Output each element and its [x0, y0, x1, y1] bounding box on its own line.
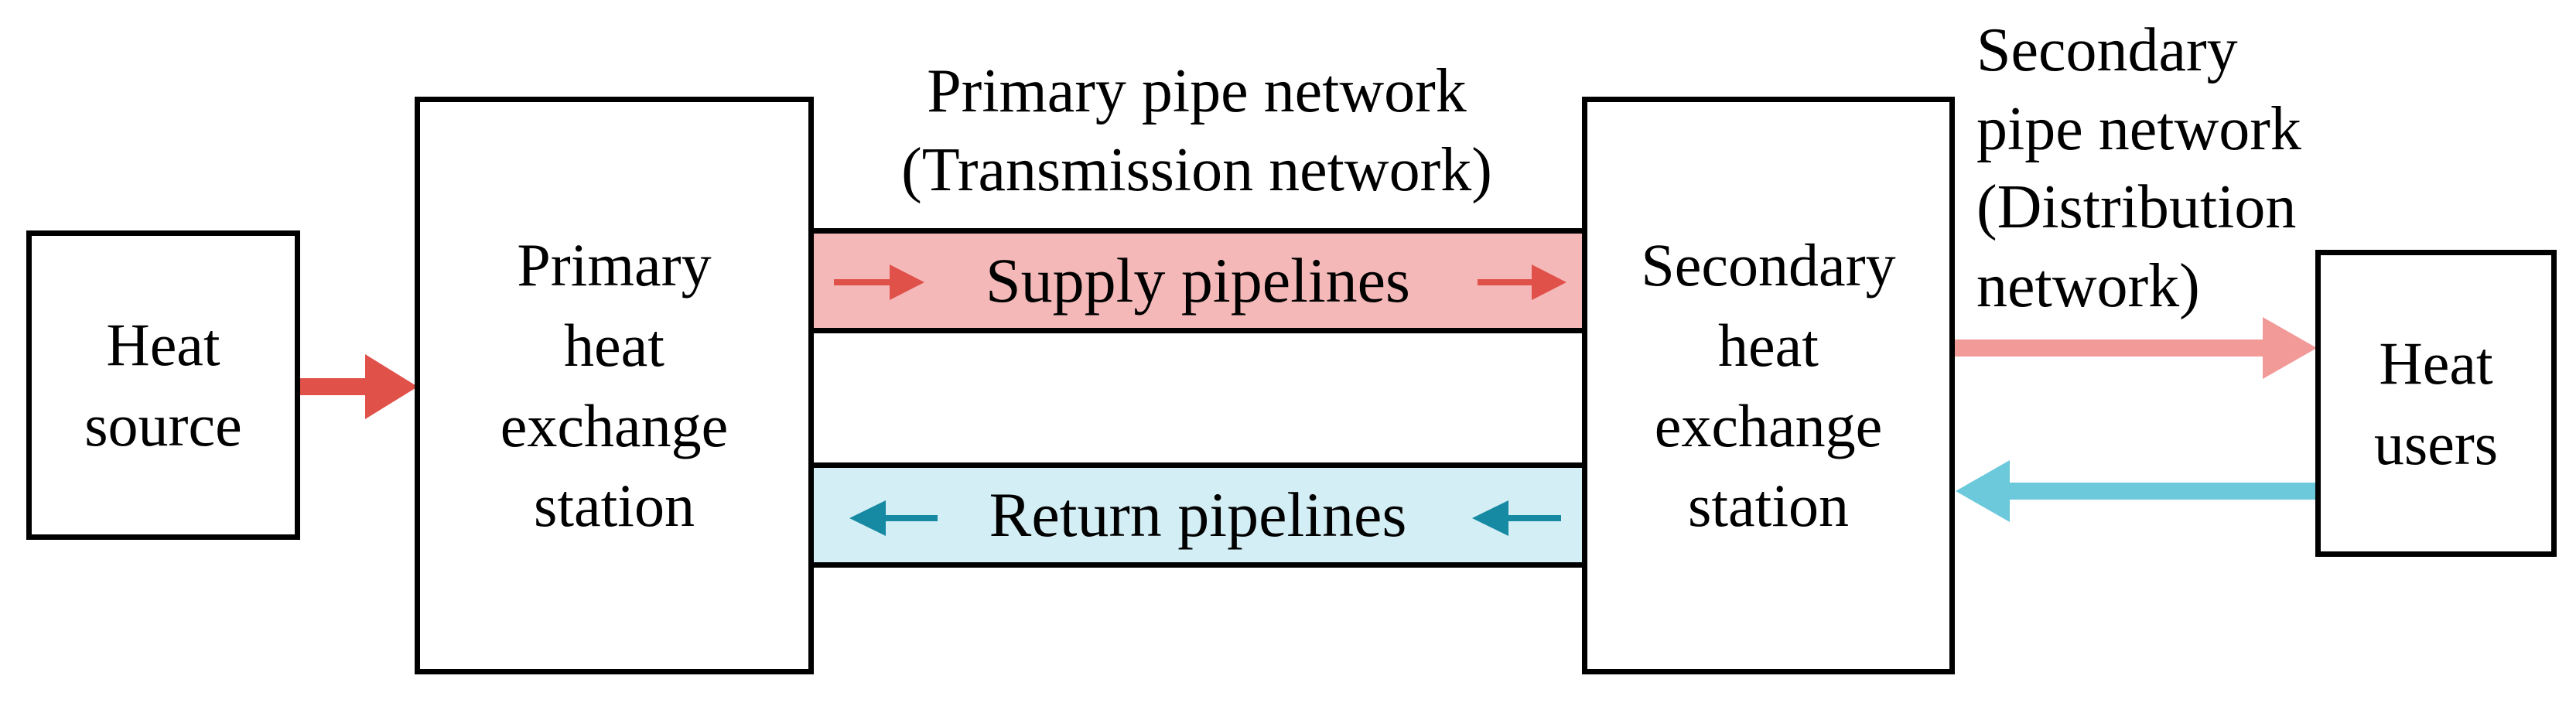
- return-pipeline: Return pipelines: [808, 462, 1587, 568]
- heat-source-to-primary-arrow: [300, 354, 418, 419]
- heat-users-label: Heat users: [2373, 329, 2499, 477]
- secondary-return-arrow: [1956, 460, 2317, 522]
- supply-pipeline-label: Supply pipelines: [986, 245, 1410, 316]
- return-pipeline-label: Return pipelines: [989, 479, 1407, 550]
- secondary-station-box: Secondary heat exchange station: [1582, 97, 1955, 674]
- heat-users-box: Heat users: [2315, 250, 2557, 557]
- heat-source-label: Heat source: [84, 311, 242, 459]
- primary-network-label: Primary pipe network (Transmission netwo…: [901, 57, 1492, 204]
- primary-station-box: Primary heat exchange station: [415, 97, 814, 674]
- supply-arrow-right: [1478, 264, 1566, 300]
- secondary-network-label: Secondary pipe network (Distribution net…: [1976, 16, 2301, 320]
- supply-arrow-left: [834, 264, 924, 300]
- return-arrow-left: [849, 500, 938, 536]
- primary-station-label: Primary heat exchange station: [500, 231, 729, 540]
- secondary-station-label: Secondary heat exchange station: [1641, 231, 1896, 540]
- secondary-supply-arrow: [1953, 317, 2317, 379]
- heat-source-box: Heat source: [26, 230, 300, 540]
- return-arrow-right: [1472, 500, 1561, 536]
